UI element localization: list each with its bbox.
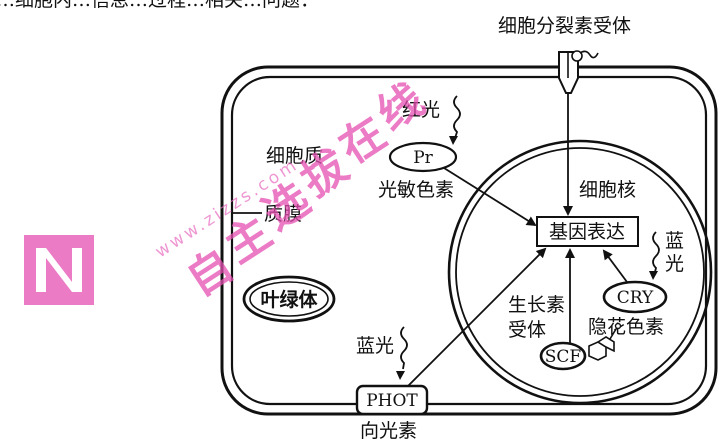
phot-box [355, 384, 429, 416]
red-light-wave-icon [453, 95, 461, 139]
arrow-pr-to-gene [443, 167, 537, 227]
pr-ellipse [388, 141, 458, 173]
label-auxin-receptor-1: 生长素 [508, 294, 565, 316]
red-light-arrowhead-icon [449, 136, 458, 145]
blue-light-left-arrowhead-icon [396, 371, 405, 380]
label-cryptochrome: 隐花色素 [588, 316, 664, 338]
cell-wall [220, 65, 718, 416]
label-phototropin: 向光素 [360, 420, 417, 442]
label-photosensitive-pigment: 光敏色素 [378, 179, 454, 201]
watermark-logo [24, 235, 94, 305]
cry-ellipse [602, 280, 668, 314]
arrow-cry-to-gene [602, 249, 628, 283]
label-cytokinin-receptor: 细胞分裂素受体 [498, 15, 631, 37]
label-auxin-receptor-2: 受体 [508, 319, 546, 341]
label-blue-light-right-2: 光 [665, 253, 684, 275]
blue-light-right-arrowhead-icon [649, 271, 658, 280]
label-cytoplasm: 细胞质 [266, 145, 323, 167]
gene-expression-box [536, 216, 639, 247]
auxin-ligand-icon [588, 322, 622, 361]
label-blue-light-left: 蓝光 [356, 335, 394, 357]
arrow-phot-to-gene [407, 247, 547, 387]
label-scf: SCF [545, 347, 582, 367]
blue-light-right-wave-icon [652, 231, 660, 273]
header-fragment: …细胞内…信息…过程…相关…问题： [0, 0, 319, 11]
blue-light-left-wave-icon [400, 326, 408, 370]
nucleus-outer-membrane [447, 139, 713, 405]
label-phot: PHOT [366, 391, 418, 411]
label-chloroplast: 叶绿体 [260, 288, 318, 311]
label-nucleus: 细胞核 [579, 179, 636, 201]
label-red-light: 红光 [402, 99, 440, 121]
chloroplast-outer [242, 275, 336, 323]
label-cry: CRY [617, 288, 654, 308]
nucleus-inner-membrane [455, 147, 705, 397]
label-plasma-membrane: 质膜 [264, 203, 302, 225]
label-pr: Pr [413, 148, 433, 168]
label-blue-light-right-1: 蓝 [665, 230, 684, 252]
label-gene-expression: 基因表达 [549, 221, 625, 243]
cytokinin-receptor-shape [558, 50, 599, 94]
chloroplast-inner [249, 281, 329, 317]
scf-ellipse [539, 341, 587, 371]
